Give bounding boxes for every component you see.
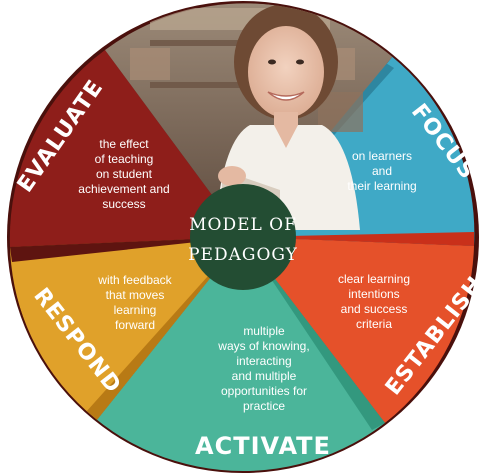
focus-desc-line: their learning [347, 179, 416, 193]
establish-desc-line: clear learning [338, 272, 410, 286]
activate-description: multiple ways of knowing, interacting an… [217, 324, 309, 413]
center-line1: MODEL OF [189, 215, 297, 235]
evaluate-description: the effect of teaching on student achiev… [78, 137, 169, 211]
evaluate-desc-line: of teaching [95, 152, 154, 166]
respond-edge-shade [86, 237, 243, 421]
activate-desc-line: practice [243, 399, 285, 413]
establish-desc-line: intentions [348, 287, 399, 301]
activate-desc-line: opportunities for [221, 384, 307, 398]
respond-desc-line: with feedback [97, 273, 172, 287]
evaluate-desc-line: on student [96, 167, 153, 181]
activate-desc-line: interacting [236, 354, 291, 368]
evaluate-desc-line: success [102, 197, 145, 211]
evaluate-desc-line: achievement and [78, 182, 169, 196]
respond-desc-line: learning [114, 303, 157, 317]
focus-desc-line: on learners [352, 149, 412, 163]
focus-description: on learners and their learning [347, 149, 416, 193]
activate-desc-line: multiple [243, 324, 285, 338]
center-line2: PEDAGOGY [188, 245, 298, 265]
respond-desc-line: that moves [106, 288, 165, 302]
establish-desc-line: criteria [356, 317, 392, 331]
student-photo [105, 3, 393, 237]
segment-evaluate [9, 50, 243, 247]
segment-establish [243, 237, 474, 423]
activate-edge-shade [243, 237, 385, 430]
focus-desc-line: and [372, 164, 392, 178]
activate-title: ACTIVATE [195, 432, 331, 460]
evaluate-desc-line: the effect [99, 137, 149, 151]
evaluate-edge-shade [10, 237, 243, 262]
respond-description: with feedback that moves learning forwar… [97, 273, 172, 332]
establish-edge-shade [243, 232, 474, 246]
establish-desc-line: and success [341, 302, 408, 316]
segment-activate [96, 237, 385, 471]
segment-respond [10, 237, 243, 421]
activate-desc-line: and multiple [232, 369, 297, 383]
establish-description: clear learning intentions and success cr… [338, 272, 410, 331]
respond-desc-line: forward [115, 318, 155, 332]
activate-desc-line: ways of knowing, [217, 339, 309, 353]
center-circle [190, 184, 296, 290]
